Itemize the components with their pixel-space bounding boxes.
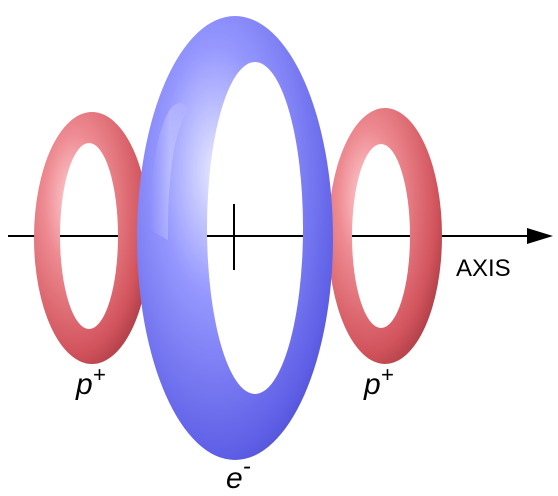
right-proton-ring: [328, 108, 442, 364]
electron-label: e-: [226, 453, 251, 495]
right-proton-label: p+: [363, 362, 394, 401]
left-proton-label: p+: [75, 362, 106, 401]
electron-symbol: e: [226, 462, 243, 495]
left-proton-symbol: p: [75, 368, 93, 401]
axis-arrowhead: [527, 228, 553, 244]
center-electron-ring: [137, 16, 333, 460]
electron-charge: -: [243, 453, 251, 480]
axis-label: AXIS: [456, 255, 511, 282]
right-proton-charge: +: [381, 362, 394, 387]
right-proton-symbol: p: [363, 368, 381, 401]
left-proton-ring: [34, 112, 150, 364]
left-proton-charge: +: [93, 362, 106, 387]
